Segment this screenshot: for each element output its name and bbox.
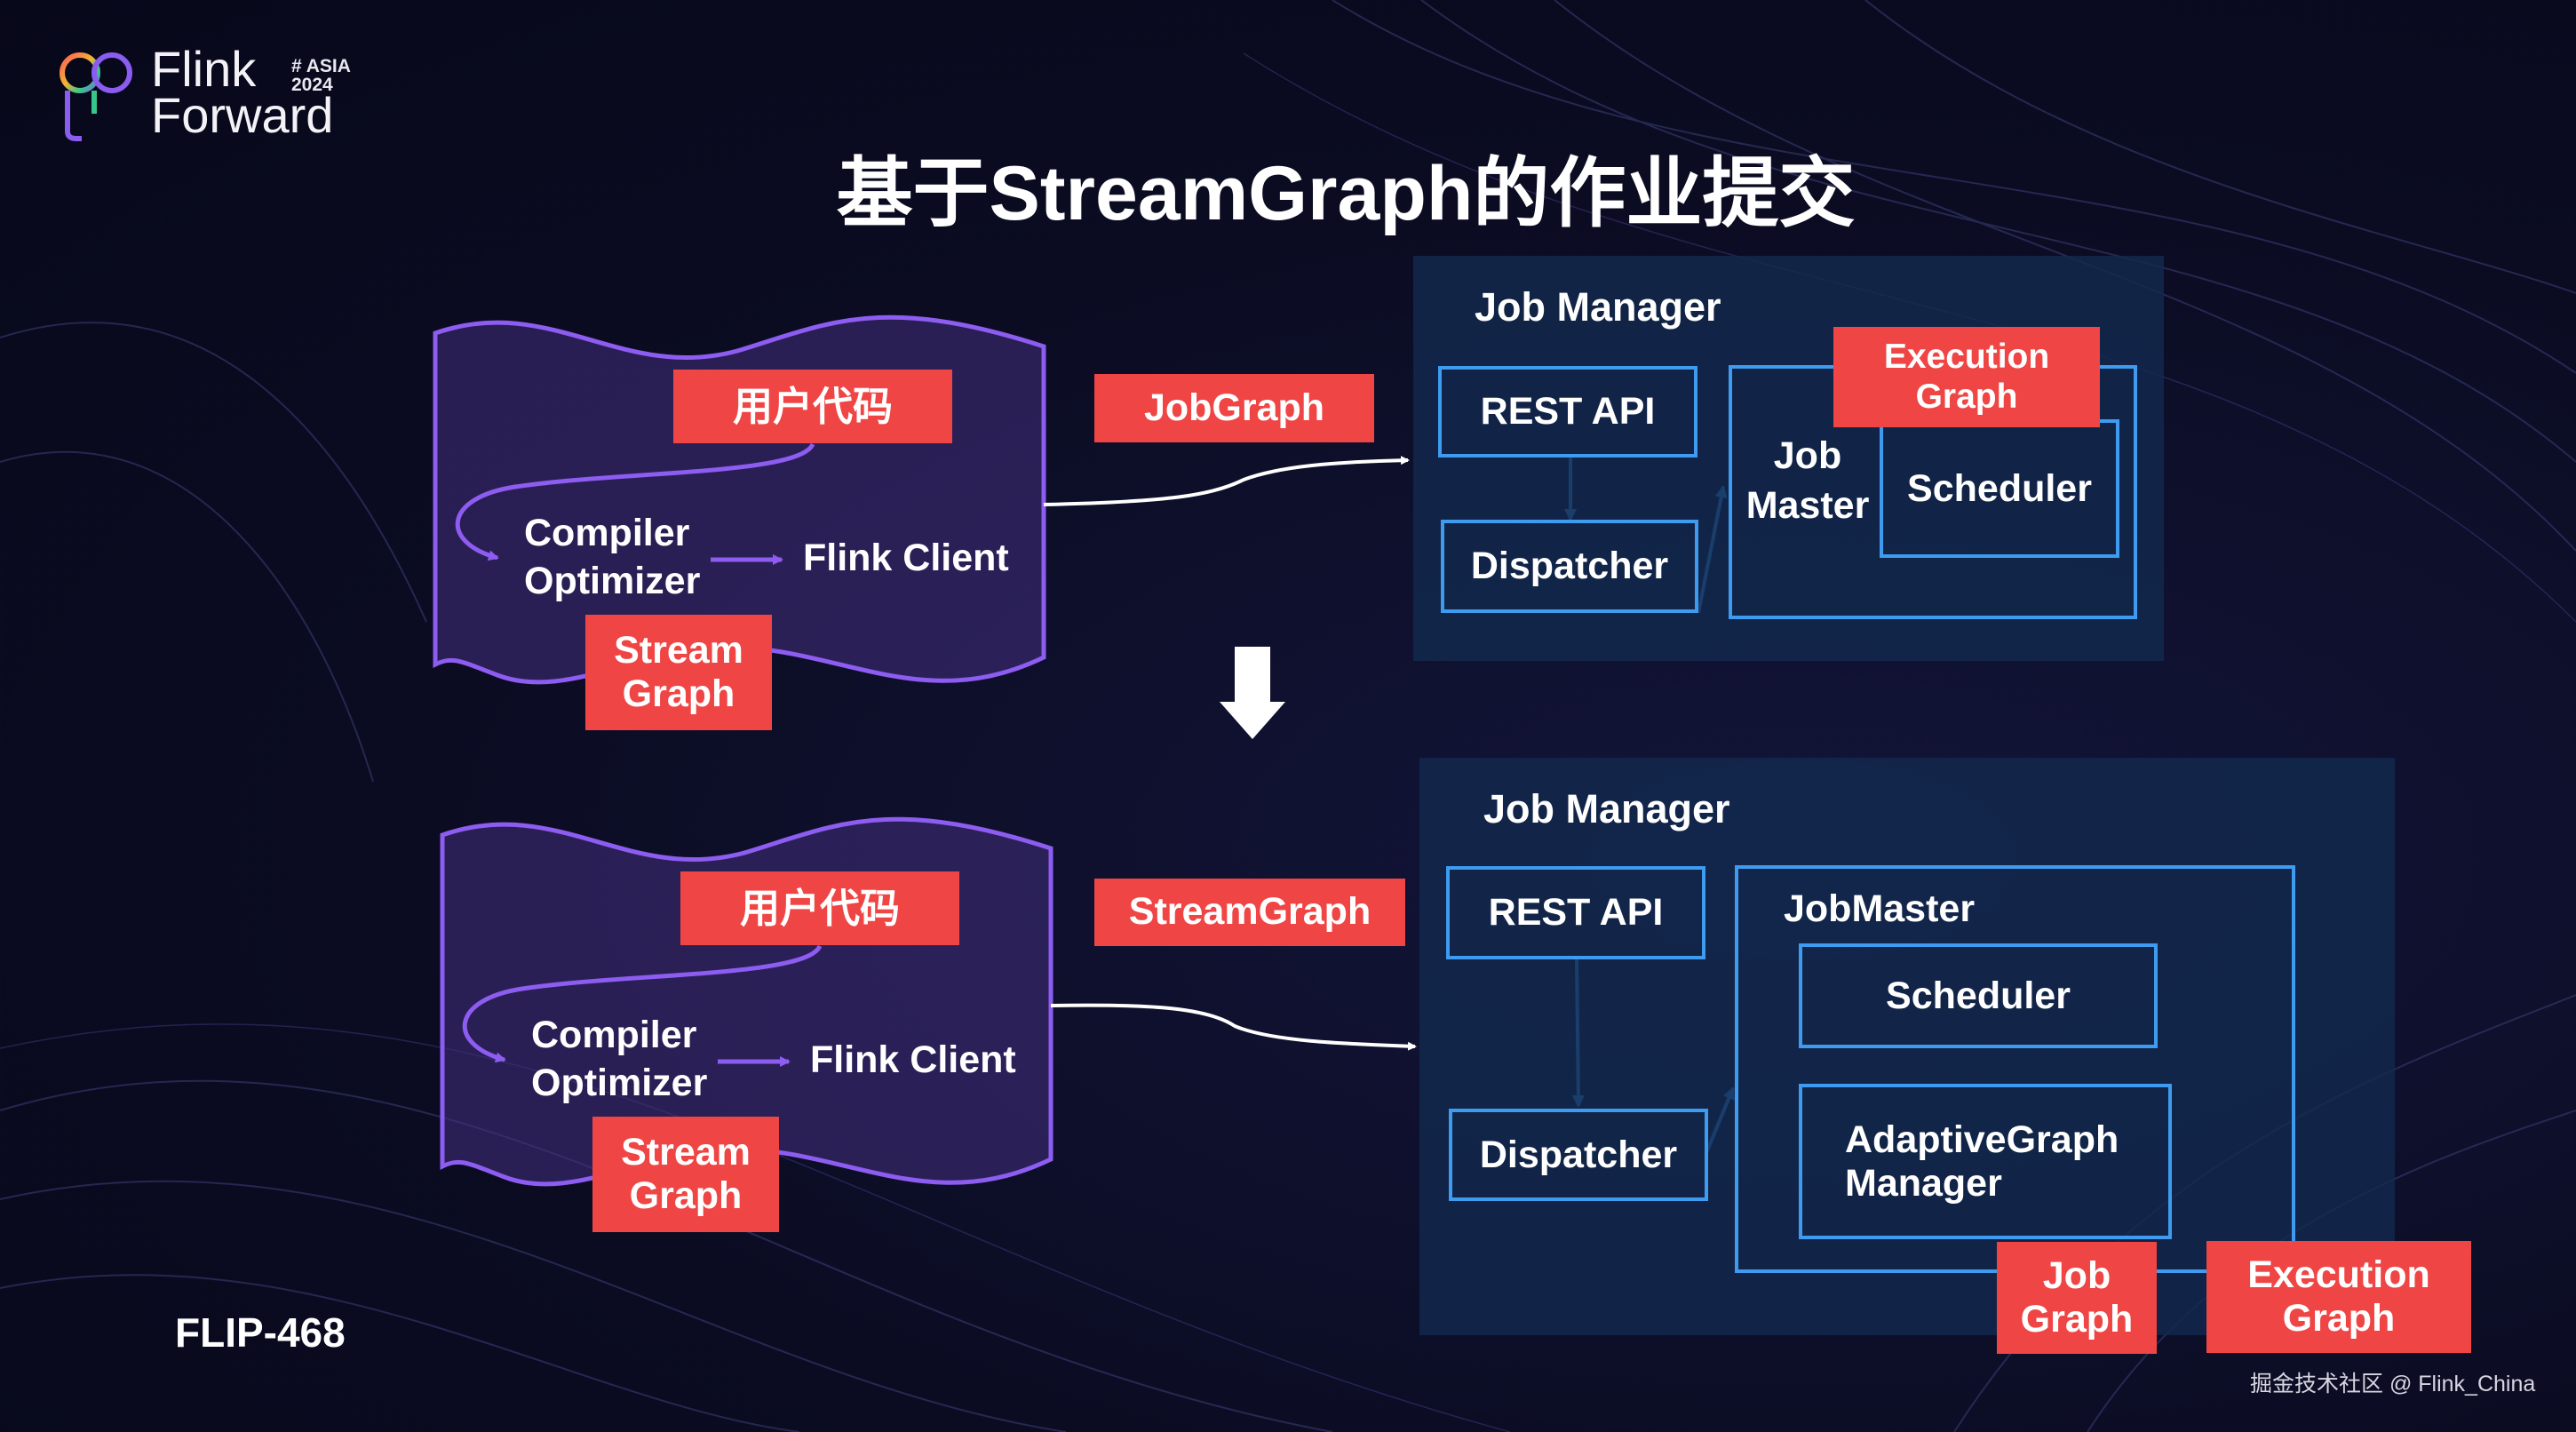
logo-line-2: Forward bbox=[151, 87, 334, 143]
optimizer-line-bottom: Optimizer bbox=[531, 1062, 708, 1104]
job-master-label-bottom: JobMaster bbox=[1784, 887, 1976, 930]
execution-graph-tag-bottom: Execution Graph bbox=[2206, 1241, 2471, 1353]
job-master-line1-top: Job bbox=[1773, 434, 1842, 477]
stream-graph-tag-bottom: Stream Graph bbox=[592, 1117, 779, 1232]
job-manager-title-top: Job Manager bbox=[1475, 284, 1721, 330]
rest-api-box-bottom: REST API bbox=[1446, 866, 1705, 959]
compiler-line-top: Compiler bbox=[524, 512, 690, 554]
execution-graph-line2-top: Graph bbox=[1915, 377, 2018, 416]
optimizer-line-top: Optimizer bbox=[524, 560, 701, 602]
scheduler-box-top: Scheduler bbox=[1880, 419, 2119, 558]
user-code-tag-bottom: 用户代码 bbox=[680, 871, 959, 945]
event-badge: # ASIA 2024 bbox=[291, 57, 351, 94]
adaptive-graph-manager-label: AdaptiveGraph Manager bbox=[1845, 1118, 2119, 1205]
watermark: 掘金技术社区 @ Flink_China bbox=[2250, 1372, 2536, 1396]
jobgraph-tag: JobGraph bbox=[1094, 374, 1374, 442]
stream-graph-line2-top: Graph bbox=[622, 672, 735, 715]
event-year: 2024 bbox=[291, 75, 333, 95]
user-code-curve-top bbox=[455, 442, 815, 561]
adaptive-line1: AdaptiveGraph bbox=[1845, 1118, 2119, 1161]
compiler-optimizer-label-top: Compiler Optimizer bbox=[524, 509, 700, 605]
streamgraph-tag: StreamGraph bbox=[1094, 879, 1405, 946]
stream-graph-tag-top: Stream Graph bbox=[585, 615, 772, 730]
flink-client-label-bottom: Flink Client bbox=[810, 1038, 1016, 1081]
user-code-tag-top: 用户代码 bbox=[673, 370, 952, 443]
transition-down-arrow bbox=[1220, 647, 1285, 739]
flink-client-label-top: Flink Client bbox=[803, 537, 1009, 579]
event-region: # ASIA bbox=[291, 56, 351, 76]
rest-api-box-top: REST API bbox=[1438, 366, 1697, 457]
dispatcher-box-bottom: Dispatcher bbox=[1449, 1109, 1708, 1201]
compiler-optimizer-label-bottom: Compiler Optimizer bbox=[531, 1011, 707, 1107]
execution-graph-line2-bottom: Graph bbox=[2282, 1297, 2396, 1340]
execution-graph-line1-bottom: Execution bbox=[2247, 1253, 2430, 1296]
flip-label: FLIP-468 bbox=[175, 1309, 346, 1356]
job-manager-title-bottom: Job Manager bbox=[1483, 786, 1730, 831]
flink-forward-logo-icon bbox=[60, 52, 132, 141]
stream-graph-line2-bottom: Graph bbox=[629, 1174, 743, 1217]
adaptive-graph-manager-box: AdaptiveGraph Manager bbox=[1799, 1084, 2172, 1239]
scheduler-box-bottom: Scheduler bbox=[1799, 943, 2158, 1048]
submit-arrow-top bbox=[1043, 456, 1410, 506]
logo-line-1: Flink bbox=[151, 41, 257, 97]
job-graph-line1-bottom: Job bbox=[2042, 1253, 2111, 1297]
stream-graph-line1-top: Stream bbox=[614, 628, 743, 672]
adaptive-line2: Manager bbox=[1845, 1161, 2002, 1205]
job-master-label-top: Job Master bbox=[1741, 431, 1874, 530]
execution-graph-line1-top: Execution bbox=[1883, 337, 2050, 376]
submit-arrow-bottom bbox=[1050, 1003, 1417, 1051]
stream-graph-line1-bottom: Stream bbox=[621, 1130, 751, 1173]
user-code-curve-bottom bbox=[462, 944, 823, 1063]
compiler-line-bottom: Compiler bbox=[531, 1014, 697, 1056]
job-manager-panel-top bbox=[1413, 256, 2164, 661]
dispatcher-box-top: Dispatcher bbox=[1441, 520, 1698, 613]
job-master-line2-top: Master bbox=[1745, 484, 1870, 527]
logo-wordmark: Flink Forward bbox=[151, 41, 334, 143]
job-graph-tag-bottom: Job Graph bbox=[1997, 1242, 2157, 1354]
job-graph-line2-bottom: Graph bbox=[2020, 1298, 2134, 1341]
execution-graph-tag-top: Execution Graph bbox=[1833, 327, 2100, 427]
slide-title: 基于StreamGraph的作业提交 bbox=[836, 151, 1856, 236]
